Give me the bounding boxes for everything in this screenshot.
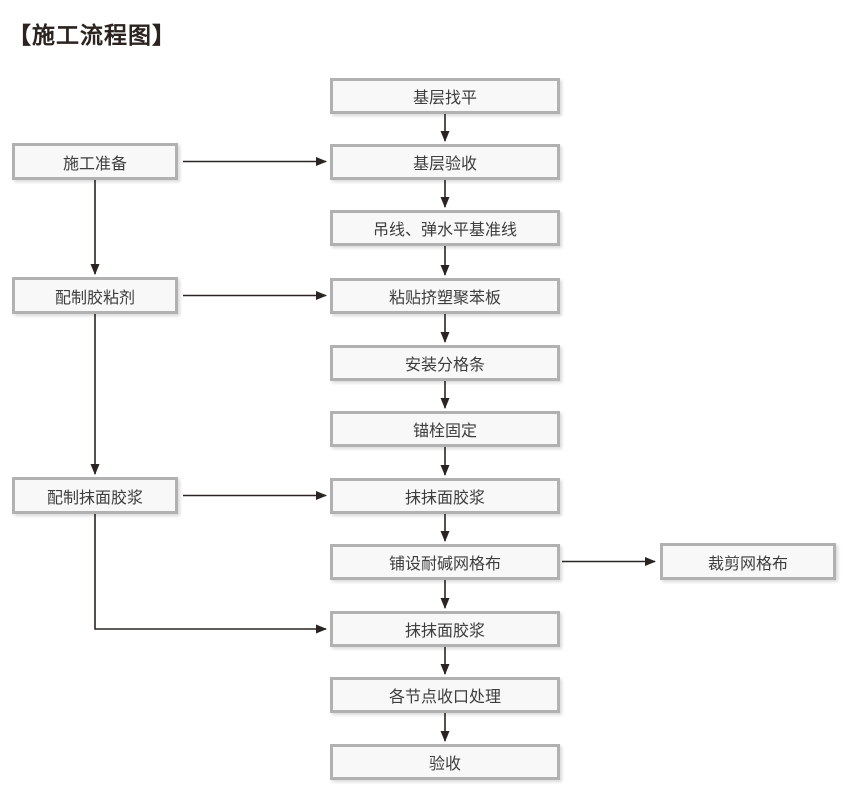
- step-base-leveling: 基层找平: [330, 78, 560, 114]
- step-node-closure-treatment: 各节点收口处理: [330, 677, 560, 713]
- step-apply-surface-mortar-1: 抹抹面胶浆: [330, 478, 560, 514]
- step-base-acceptance: 基层验收: [330, 144, 560, 180]
- step-paste-xps-board: 粘贴挤塑聚苯板: [330, 278, 560, 314]
- connector-mortar-to-apply-2-elbow: [94, 514, 327, 634]
- step-final-acceptance: 验收: [330, 744, 560, 780]
- step-cut-mesh: 裁剪网格布: [660, 543, 836, 580]
- step-apply-surface-mortar-2: 抹抹面胶浆: [330, 611, 560, 647]
- step-anchor-bolt-fixing: 锚栓固定: [330, 411, 560, 447]
- page-title: 【施工流程图】: [8, 23, 176, 49]
- step-prepare-adhesive: 配制胶粘剂: [12, 277, 178, 314]
- step-lay-alkali-resistant-mesh: 铺设耐碱网格布: [330, 544, 560, 580]
- step-hang-line-snap-reference: 吊线、弹水平基准线: [330, 210, 560, 246]
- step-prepare-surface-mortar: 配制抹面胶浆: [12, 477, 178, 514]
- step-install-divider-strips: 安装分格条: [330, 345, 560, 381]
- step-construction-preparation: 施工准备: [12, 143, 178, 180]
